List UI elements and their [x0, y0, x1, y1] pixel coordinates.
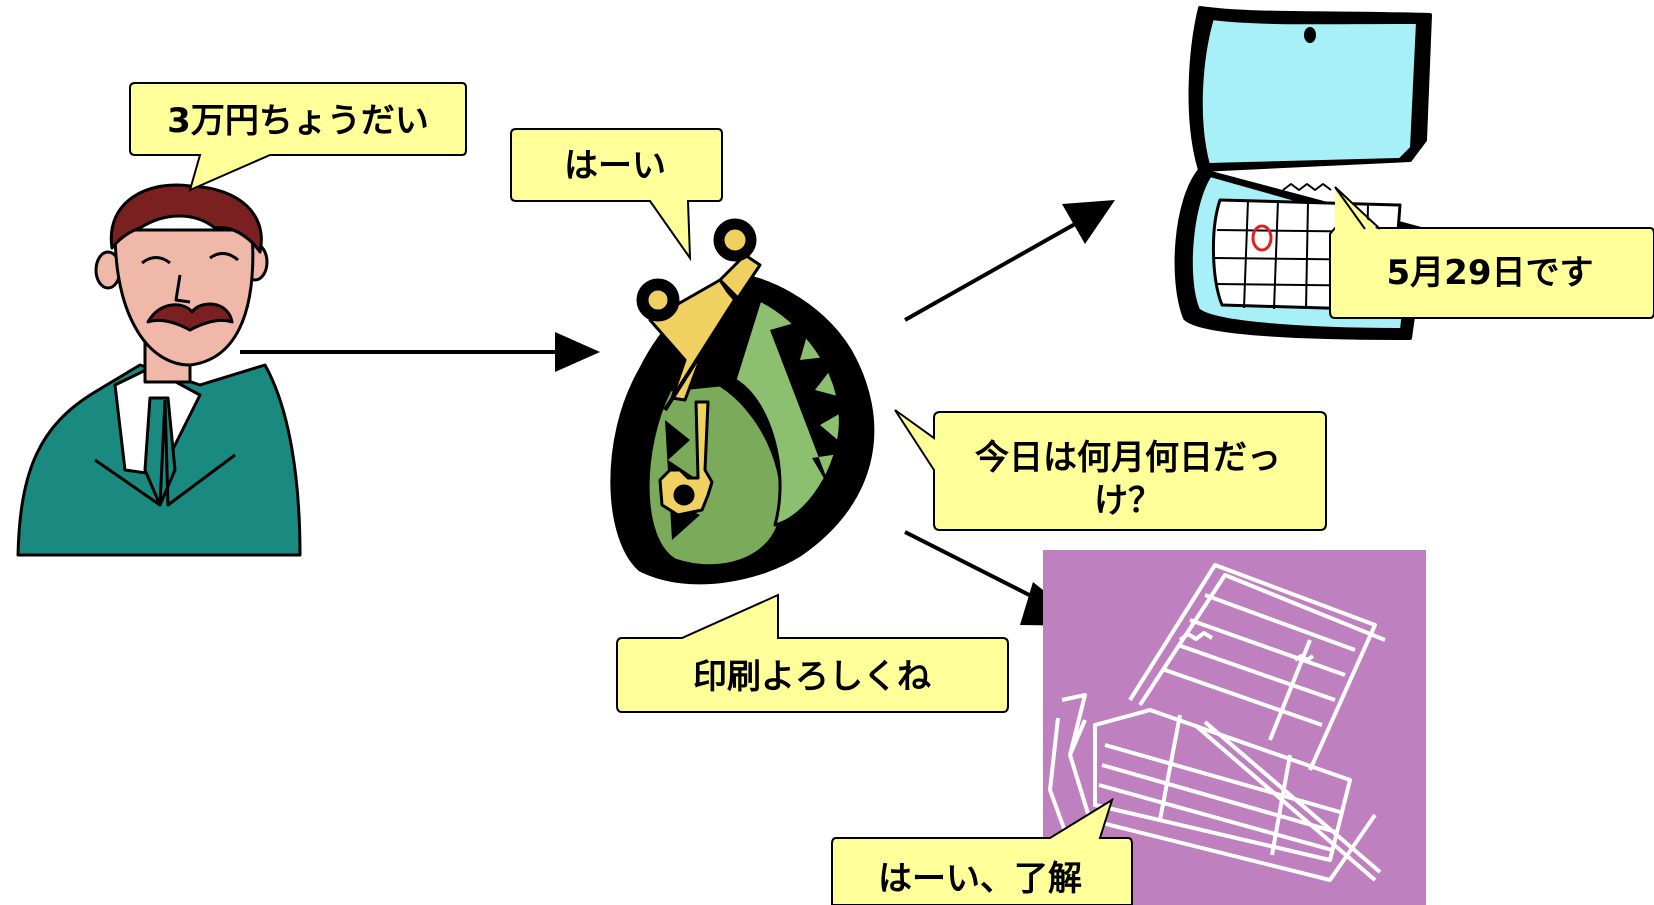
bubble-man-text: 3万円ちょうだい	[167, 101, 429, 141]
arrow-purse-to-calendar	[904, 200, 1115, 322]
bubble-purse-reply-text: はーい	[564, 146, 666, 186]
bubble-ledger: はーい、了解	[831, 797, 1133, 905]
bubble-purse-reply: はーい	[510, 128, 723, 262]
arrow-man-to-purse	[240, 332, 600, 372]
bubble-purse-question-line1: 今日は何月何日だっ	[975, 438, 1281, 478]
bubble-man: 3万円ちょうだい	[129, 82, 467, 192]
bubble-purse-question-line2: け？	[1094, 481, 1162, 521]
coin-purse-icon	[610, 218, 875, 585]
bubble-print-request-text: 印刷よろしくね	[693, 657, 931, 697]
businessman-icon	[16, 183, 302, 557]
bubble-print-request: 印刷よろしくね	[616, 593, 1009, 713]
bubble-calendar: 5月29日です	[1329, 186, 1654, 319]
bubble-calendar-text: 5月29日です	[1387, 253, 1594, 293]
bubble-purse-question: 今日は何月何日だっ け？	[894, 409, 1327, 531]
bubble-ledger-text: はーい、了解	[878, 859, 1082, 899]
